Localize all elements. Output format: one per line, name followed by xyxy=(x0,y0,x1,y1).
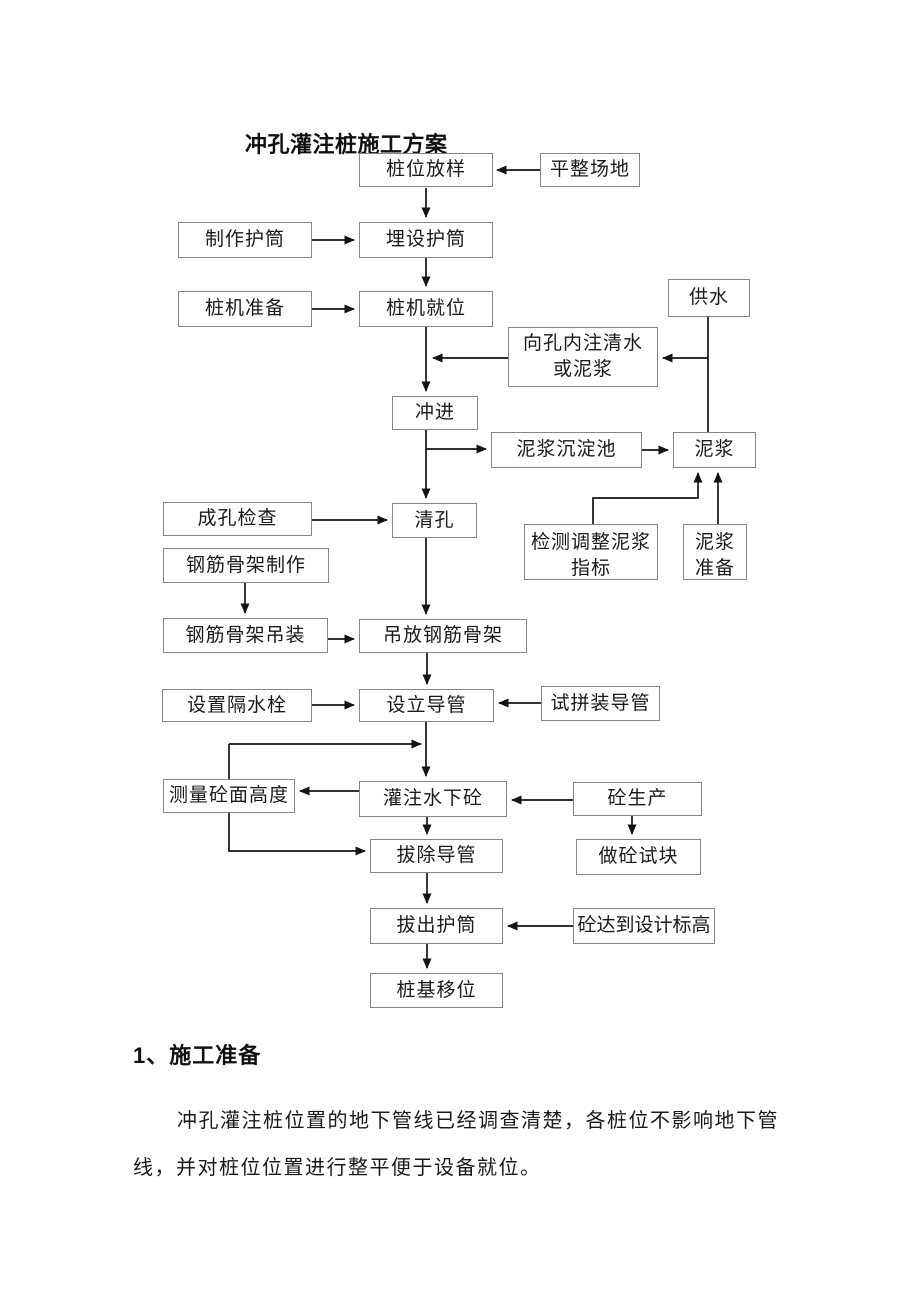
flow-node-bury-casing: 埋设护筒 xyxy=(359,222,493,258)
flow-node-pile-base-relocation: 桩基移位 xyxy=(370,973,503,1008)
flow-node-hole-inspection: 成孔检查 xyxy=(163,502,312,536)
flow-node-make-casing: 制作护筒 xyxy=(178,222,312,258)
flow-node-water-supply: 供水 xyxy=(668,279,750,317)
flow-node-lower-rebar-cage: 吊放钢筋骨架 xyxy=(359,619,527,653)
flow-node-trial-assemble-conduit: 试拼装导管 xyxy=(541,686,660,721)
flow-node-rebar-cage-hoisting: 钢筋骨架吊装 xyxy=(163,618,328,653)
flow-node-punch-in: 冲进 xyxy=(392,396,478,430)
flow-node-slurry-sedimentation-pool: 泥浆沉淀池 xyxy=(491,432,642,468)
flow-node-set-up-conduit: 设立导管 xyxy=(359,689,494,722)
flow-node-install-water-stop-plug: 设置隔水栓 xyxy=(162,689,312,722)
section-heading: 1、施工准备 xyxy=(133,1043,262,1068)
flow-node-pile-rig-prepare: 桩机准备 xyxy=(178,291,312,327)
flow-node-concrete-production: 砼生产 xyxy=(573,782,702,816)
flow-node-make-concrete-test-block: 做砼试块 xyxy=(576,839,701,875)
flow-node-test-adjust-slurry-index: 检测调整泥浆 指标 xyxy=(524,524,658,580)
flow-node-rebar-cage-fabrication: 钢筋骨架制作 xyxy=(163,548,329,583)
flow-node-inject-water-or-slurry: 向孔内注清水 或泥浆 xyxy=(508,327,658,387)
flow-node-level-site: 平整场地 xyxy=(540,153,640,187)
paragraph-line-1: 冲孔灌注桩位置的地下管线已经调查清楚，各桩位不影响地下管 xyxy=(177,1110,779,1132)
flow-node-pile-position-layout: 桩位放样 xyxy=(359,153,493,187)
section-paragraph: 冲孔灌注桩位置的地下管线已经调查清楚，各桩位不影响地下管 线，并对桩位位置进行整… xyxy=(133,1098,853,1192)
flow-node-measure-concrete-surface-level: 测量砼面高度 xyxy=(163,779,295,813)
page-title: 冲孔灌注桩施工方案 xyxy=(245,132,448,157)
flow-node-concrete-reaches-design-level: 砼达到设计标高 xyxy=(573,908,715,944)
flow-node-slurry-prepare: 泥浆 准备 xyxy=(683,524,747,580)
flow-node-pile-rig-in-place: 桩机就位 xyxy=(359,291,493,327)
flow-node-pour-underwater-concrete: 灌注水下砼 xyxy=(359,781,507,817)
flowchart-connectors xyxy=(228,165,723,969)
flow-node-clean-hole: 清孔 xyxy=(392,503,477,538)
flow-node-pull-out-casing: 拔出护筒 xyxy=(370,908,503,944)
flow-node-slurry: 泥浆 xyxy=(673,432,756,468)
paragraph-line-2: 线，并对桩位位置进行整平便于设备就位。 xyxy=(133,1157,542,1179)
flow-node-remove-conduit: 拔除导管 xyxy=(370,839,503,873)
